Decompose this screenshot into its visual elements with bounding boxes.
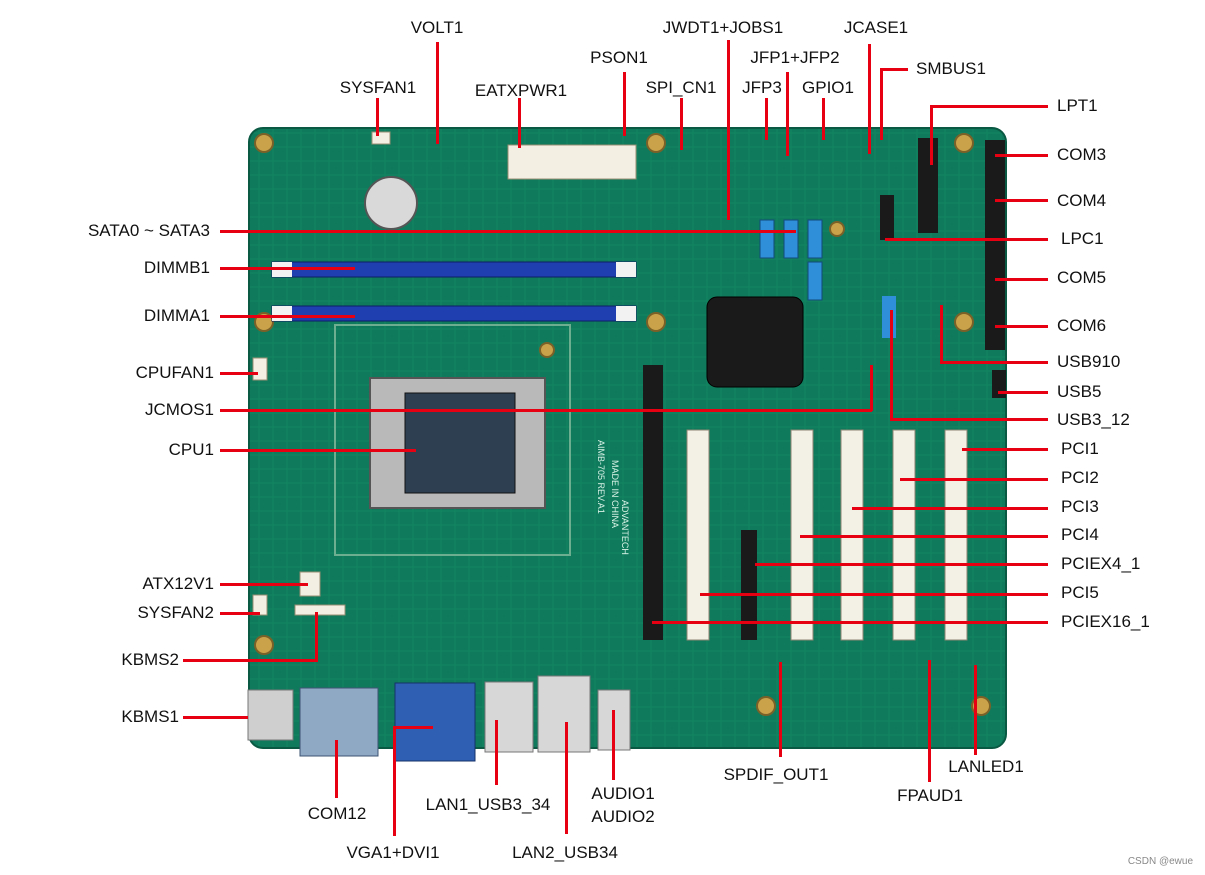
pciex16-slot	[643, 365, 663, 640]
cmos-battery	[364, 176, 418, 230]
chipset-heatsink	[706, 296, 804, 388]
fan-headers	[252, 131, 391, 616]
label-cpu1: CPU1	[168, 440, 214, 459]
label-atx12v1: ATX12V1	[142, 574, 214, 593]
brand-text: ADVANTECH	[620, 500, 630, 555]
label-com6: COM6	[1057, 316, 1107, 335]
label-fpaud1: FPAUD1	[897, 786, 963, 805]
label-jfp1-jfp2: JFP1+JFP2	[750, 48, 840, 67]
label-gpio1: GPIO1	[802, 78, 854, 97]
label-com5: COM5	[1057, 268, 1107, 287]
usb3-header	[882, 296, 896, 338]
label-eatxpwr1: EATXPWR1	[474, 81, 568, 100]
label-pciex16-1: PCIEX16_1	[1061, 612, 1150, 631]
label-spdif-out1: SPDIF_OUT1	[723, 765, 829, 784]
label-pci5: PCI5	[1061, 583, 1099, 602]
made-text: MADE IN CHINA	[610, 460, 620, 528]
silkscreen-text: ADVANTECH AIMB-705 REV.A1 MADE IN CHINA	[596, 440, 630, 555]
pciex4-slot	[741, 530, 757, 640]
label-usb5: USB5	[1057, 382, 1102, 401]
label-usb910: USB910	[1057, 352, 1121, 371]
label-lanled1: LANLED1	[948, 757, 1024, 776]
label-pciex4-1: PCIEX4_1	[1061, 554, 1141, 573]
label-pci1: PCI1	[1061, 439, 1099, 458]
label-jcase1: JCASE1	[843, 18, 909, 37]
eatx-power-connector	[507, 144, 637, 180]
label-audio2: AUDIO2	[591, 807, 655, 826]
label-sysfan2: SYSFAN2	[137, 603, 214, 622]
label-sata: SATA0 ~ SATA3	[87, 221, 210, 240]
label-kbms2: KBMS2	[121, 650, 179, 669]
label-dimma1: DIMMA1	[143, 306, 210, 325]
label-lan2-usb34: LAN2_USB34	[512, 843, 618, 862]
label-jcmos1: JCMOS1	[145, 400, 214, 419]
label-volt1: VOLT1	[410, 18, 464, 37]
label-kbms1: KBMS1	[121, 707, 179, 726]
serial-headers	[880, 138, 1006, 398]
label-spi-cn1: SPI_CN1	[645, 78, 717, 97]
label-dimmb1: DIMMB1	[143, 258, 210, 277]
label-jwdt1-jobs1: JWDT1+JOBS1	[662, 18, 784, 37]
model-text: AIMB-705 REV.A1	[596, 440, 606, 514]
label-usb3-12: USB3_12	[1057, 410, 1130, 429]
label-lan1-usb3-34: LAN1_USB3_34	[425, 795, 551, 814]
sata-ports	[759, 219, 823, 301]
watermark: CSDN @ewue	[1127, 856, 1193, 867]
label-pci3: PCI3	[1061, 497, 1099, 516]
label-audio1: AUDIO1	[591, 784, 655, 803]
label-com4: COM4	[1057, 191, 1107, 210]
label-lpc1: LPC1	[1061, 229, 1104, 248]
label-pci4: PCI4	[1061, 525, 1099, 544]
label-com12: COM12	[307, 804, 367, 823]
label-smbus1: SMBUS1	[916, 59, 986, 78]
label-sysfan1: SYSFAN1	[339, 78, 417, 97]
label-cpufan1: CPUFAN1	[135, 363, 214, 382]
label-pson1: PSON1	[590, 48, 648, 67]
label-jfp3: JFP3	[742, 78, 782, 97]
label-com3: COM3	[1057, 145, 1107, 164]
label-pci2: PCI2	[1061, 468, 1099, 487]
rear-io	[247, 675, 631, 762]
label-vga1-dvi1: VGA1+DVI1	[346, 843, 440, 862]
label-lpt1: LPT1	[1057, 96, 1098, 115]
